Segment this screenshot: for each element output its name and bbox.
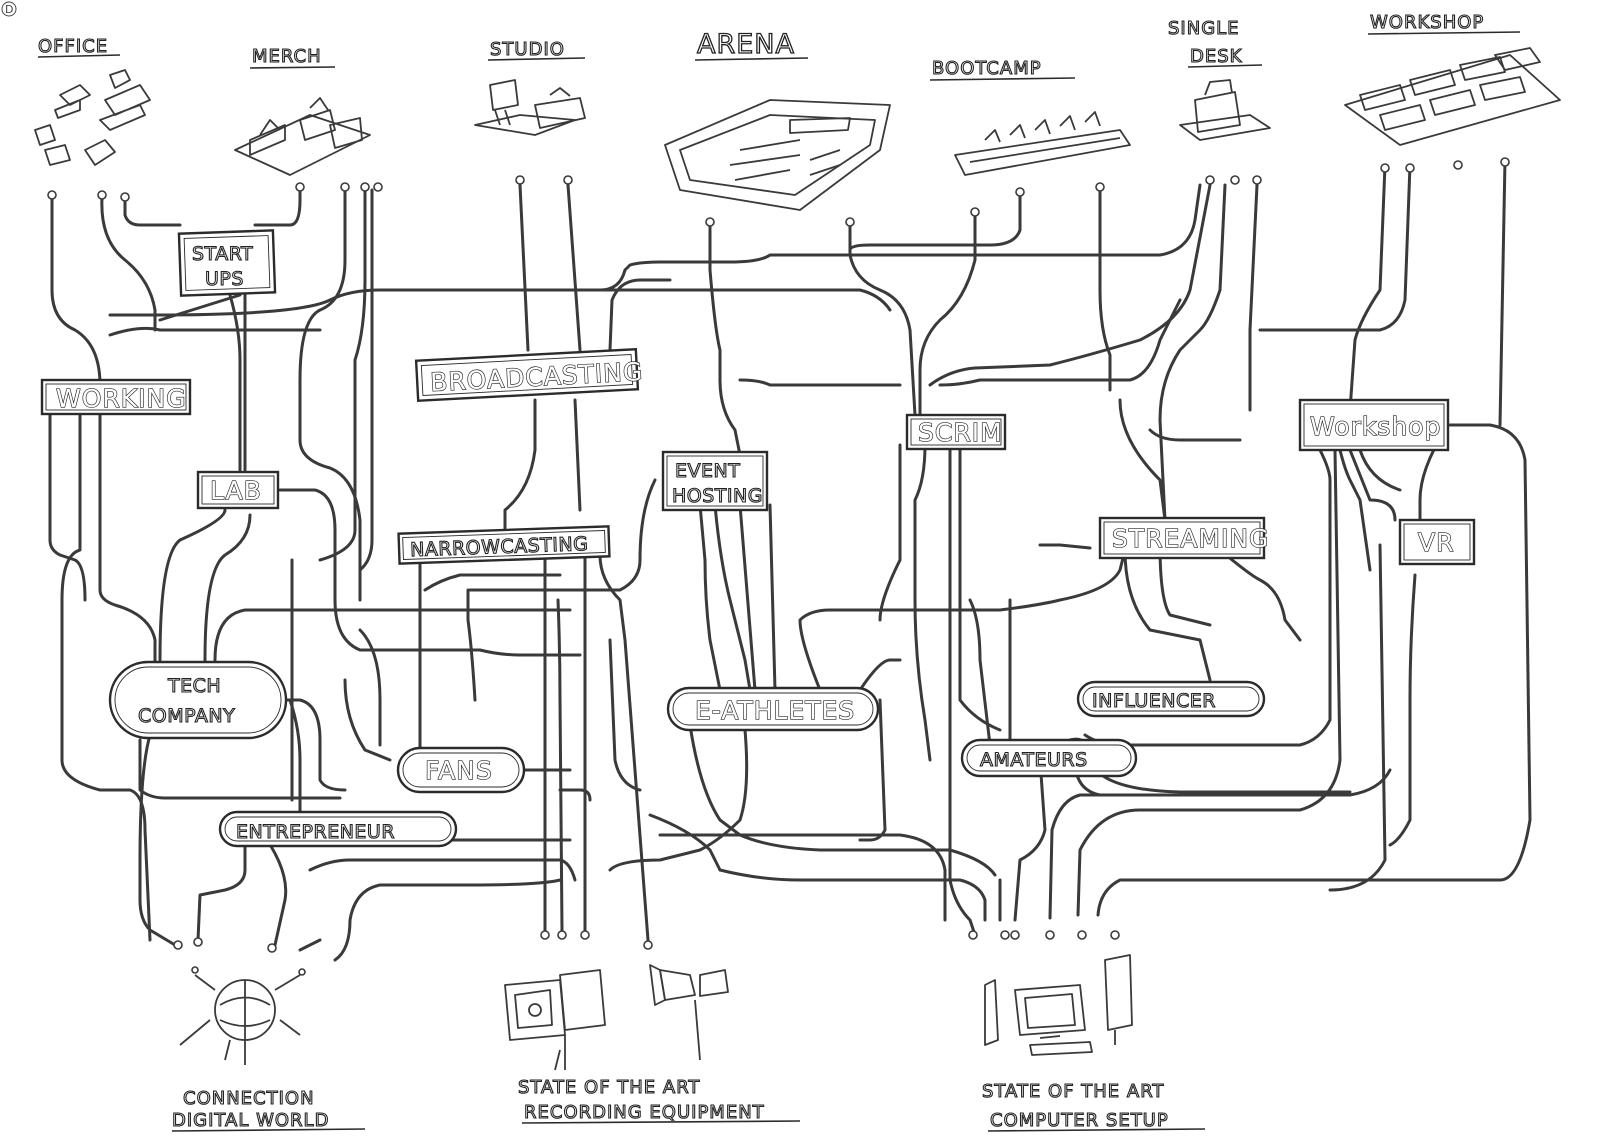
svg-text:UPS: UPS	[205, 268, 244, 290]
node-lab[interactable]: LAB	[196, 470, 280, 510]
connection-endpoints	[47, 157, 1510, 953]
svg-text:TECH: TECH	[167, 675, 221, 697]
label-workshop-top: WORKSHOP	[1367, 11, 1521, 35]
svg-text:HOSTING: HOSTING	[672, 485, 763, 507]
label-bootcamp: BOOTCAMP	[929, 57, 1076, 81]
node-broadcasting[interactable]: BROADCASTING	[414, 348, 645, 402]
node-event-hosting[interactable]: EVENT HOSTING	[661, 450, 769, 512]
computer-setup-illustration	[984, 954, 1133, 1056]
svg-text:STUDIO: STUDIO	[490, 39, 565, 60]
node-entrepreneur[interactable]: ENTREPRENEUR	[218, 810, 458, 848]
label-office: OFFICE	[37, 35, 121, 58]
svg-text:NARROWCASTING: NARROWCASTING	[410, 533, 589, 561]
svg-text:EVENT: EVENT	[675, 460, 740, 482]
merch-illustration	[234, 97, 371, 176]
svg-text:DESK: DESK	[1190, 46, 1243, 67]
label-merch: MERCH	[249, 45, 336, 69]
node-workshop[interactable]: Workshop	[1298, 398, 1450, 452]
svg-text:COMPUTER SETUP: COMPUTER SETUP	[990, 1110, 1169, 1131]
svg-text:INFLUENCER: INFLUENCER	[1092, 690, 1216, 712]
node-vr[interactable]: VR	[1398, 518, 1476, 566]
svg-text:DIGITAL WORLD: DIGITAL WORLD	[172, 1110, 329, 1131]
svg-text:SCRIM: SCRIM	[918, 418, 1003, 447]
svg-text:RECORDING EQUIPMENT: RECORDING EQUIPMENT	[524, 1102, 765, 1123]
svg-text:ENTREPRENEUR: ENTREPRENEUR	[236, 821, 395, 843]
label-connection-digital-world: CONNECTION DIGITAL WORLD	[171, 1087, 366, 1132]
svg-text:E-ATHLETES: E-ATHLETES	[695, 696, 855, 725]
svg-text:ARENA: ARENA	[697, 29, 795, 60]
node-fans[interactable]: FANS	[396, 746, 526, 794]
svg-text:CONNECTION: CONNECTION	[183, 1088, 315, 1109]
studio-illustration	[474, 79, 586, 136]
single-desk-illustration	[1179, 79, 1271, 141]
svg-text:OFFICE: OFFICE	[38, 36, 108, 57]
node-scrim[interactable]: SCRIM	[905, 413, 1007, 451]
node-tech-company[interactable]: TECH COMPANY	[108, 660, 288, 740]
svg-text:STREAMING: STREAMING	[1112, 524, 1269, 553]
digital-world-illustration	[179, 966, 306, 1065]
svg-text:BOOTCAMP: BOOTCAMP	[932, 58, 1042, 79]
workshop-illustration	[1344, 47, 1561, 146]
svg-text:WORKSHOP: WORKSHOP	[1370, 12, 1484, 33]
label-recording-equipment: STATE OF THE ART RECORDING EQUIPMENT	[517, 1076, 801, 1124]
svg-text:VR: VR	[1418, 528, 1454, 557]
svg-text:COMPANY: COMPANY	[138, 705, 235, 727]
svg-text:FANS: FANS	[425, 756, 493, 785]
svg-text:WORKING: WORKING	[56, 384, 187, 413]
svg-text:STATE OF THE ART: STATE OF THE ART	[518, 1077, 700, 1098]
node-amateurs[interactable]: AMATEURS	[960, 738, 1138, 778]
office-illustration	[34, 69, 151, 166]
node-narrowcasting[interactable]: NARROWCASTING	[397, 525, 611, 565]
svg-text:START: START	[192, 243, 253, 265]
label-single-desk: SINGLE DESK	[1167, 17, 1263, 68]
node-start-ups[interactable]: START UPS	[177, 229, 277, 297]
svg-text:MERCH: MERCH	[252, 46, 322, 67]
corner-mark: D	[1, 1, 17, 17]
svg-text:D: D	[5, 3, 13, 16]
label-computer-setup: STATE OF THE ART COMPUTER SETUP	[981, 1080, 1206, 1132]
label-arena: ARENA	[694, 28, 809, 61]
arena-illustration	[664, 99, 891, 211]
svg-text:Workshop: Workshop	[1310, 412, 1441, 441]
node-streaming[interactable]: STREAMING	[1098, 516, 1269, 560]
label-studio: STUDIO	[487, 38, 586, 61]
svg-text:SINGLE: SINGLE	[1168, 18, 1240, 39]
node-working[interactable]: WORKING	[40, 378, 192, 416]
node-e-athletes[interactable]: E-ATHLETES	[666, 686, 880, 732]
svg-text:AMATEURS: AMATEURS	[980, 749, 1088, 771]
bootcamp-illustration	[954, 111, 1131, 176]
svg-text:STATE OF THE ART: STATE OF THE ART	[982, 1081, 1164, 1102]
recording-equipment-illustration	[504, 964, 729, 1071]
svg-text:LAB: LAB	[210, 476, 262, 505]
node-influencer[interactable]: INFLUENCER	[1076, 680, 1266, 718]
